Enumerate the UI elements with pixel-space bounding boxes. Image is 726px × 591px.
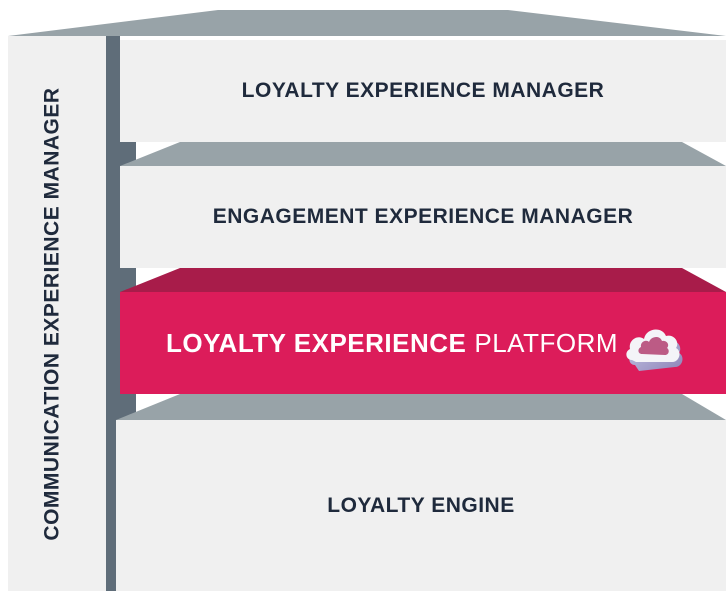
layer-loyalty-engine: LOYALTY ENGINE [116,420,726,591]
layer-label: LOYALTY EXPERIENCE MANAGER [241,79,605,102]
side-column [8,36,106,591]
layer-face-lep [120,292,726,394]
side-column-label: COMMUNICATION EXPERIENCE MANAGER [41,86,64,541]
cloud-icon [626,329,683,371]
side-column-label-box: COMMUNICATION EXPERIENCE MANAGER [0,36,106,591]
layer-engagement-experience-manager: ENGAGEMENT EXPERIENCE MANAGER [120,166,726,268]
layer-top-lep [120,268,726,292]
layer-top-eem [120,142,726,166]
layer-loyalty-experience-platform: LOYALTY EXPERIENCE PLATFORM [120,292,726,394]
layer-face-le [116,420,726,591]
layer-top-le [116,394,726,420]
roof-top [8,10,726,36]
layer-label-light: PLATFORM [474,327,619,358]
layer-label-strong: LOYALTY EXPERIENCE [166,327,467,358]
layer-face-lem [120,40,726,142]
layer-loyalty-experience-manager: LOYALTY EXPERIENCE MANAGER [120,40,726,142]
layer-label: LOYALTY ENGINE [327,493,515,517]
layer-face-eem [120,166,726,268]
layer-label: ENGAGEMENT EXPERIENCE MANAGER [212,205,634,228]
